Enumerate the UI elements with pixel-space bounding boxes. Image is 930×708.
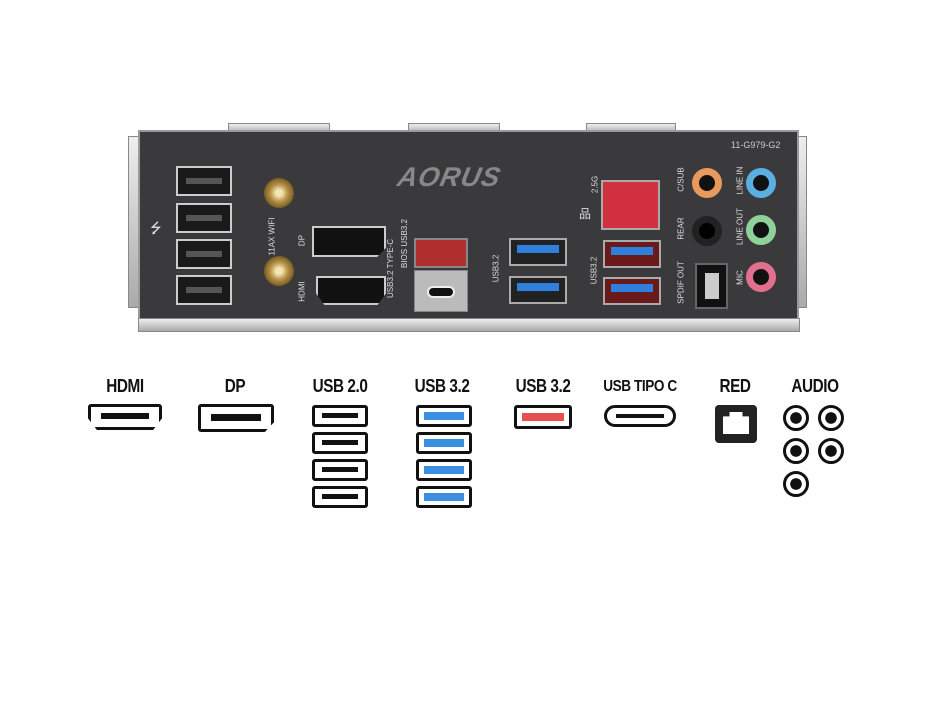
rear-audio-jack <box>692 216 722 246</box>
usb2-port <box>176 203 232 233</box>
spdif-label: SPDIF OUT <box>676 261 686 304</box>
displayport-port <box>312 226 386 257</box>
usb-icon <box>312 459 368 481</box>
usb32-label: USB3.2 <box>589 256 599 285</box>
line-in-jack <box>746 168 776 198</box>
usb-c-icon <box>604 405 676 427</box>
csub-label: C/SUB <box>676 167 686 192</box>
usb3-blue-icon <box>416 405 472 427</box>
line-in-label: LINE IN <box>735 166 745 195</box>
usb-icon <box>312 405 368 427</box>
audio-jack-icon <box>783 438 809 464</box>
ethernet-icon <box>715 405 757 443</box>
legend-label-red: RED <box>719 376 751 396</box>
line-out-jack <box>746 215 776 245</box>
bios-usb-port <box>414 238 468 268</box>
ethernet-port <box>601 180 660 230</box>
legend-label-usb32-blue: USB 3.2 <box>414 376 470 396</box>
usb2-port <box>176 239 232 269</box>
wifi-antenna-connector <box>264 256 294 286</box>
legend-label-audio: AUDIO <box>791 376 839 396</box>
usb-c-port-housing <box>414 270 468 312</box>
io-panel <box>138 130 799 324</box>
usb2-port <box>176 166 232 196</box>
network-icon: 品 <box>579 207 592 221</box>
csub-audio-jack <box>692 168 722 198</box>
dp-label: DP <box>297 234 307 247</box>
rear-label: REAR <box>676 217 686 240</box>
legend-label-usb-c: USB TIPO C <box>603 378 677 395</box>
displayport-icon <box>198 404 274 432</box>
legend-label-dp: DP <box>224 376 246 396</box>
usb3-blue-icon <box>416 432 472 454</box>
usb-icon <box>312 432 368 454</box>
audio-jack-icon <box>783 471 809 497</box>
audio-jack-icon <box>818 405 844 431</box>
usb-icon <box>312 486 368 508</box>
usb3-blue-icon <box>416 486 472 508</box>
line-out-label: LINE OUT <box>735 208 745 245</box>
hdmi-label: HDMI <box>297 281 307 302</box>
usb3-port <box>603 240 661 268</box>
wifi-antenna-connector <box>264 178 294 208</box>
audio-jack-icon <box>783 405 809 431</box>
wifi-label: 11AX WIFI <box>267 217 277 256</box>
lan-speed-label: 2.5G <box>590 175 600 194</box>
aorus-logo: AORUS <box>394 162 504 192</box>
hdmi-icon <box>88 404 162 430</box>
model-code: 11-G979-G2 <box>731 140 781 150</box>
spdif-out-port <box>695 263 728 309</box>
shield-bottom-rail <box>138 318 800 332</box>
usb3-port <box>603 277 661 305</box>
usb-symbol-icon: ⭍ <box>150 220 162 236</box>
mic-jack <box>746 262 776 292</box>
usb3-port <box>509 276 567 304</box>
usb3-blue-icon <box>416 459 472 481</box>
usb2-port <box>176 275 232 305</box>
legend-label-usb32-red: USB 3.2 <box>515 376 571 396</box>
hdmi-port <box>316 276 386 305</box>
usb3-port <box>509 238 567 266</box>
mic-label: MIC <box>735 270 745 285</box>
usb3-red-icon <box>514 405 572 429</box>
legend-label-usb20: USB 2.0 <box>312 376 368 396</box>
usb32-label: USB3.2 <box>491 254 501 283</box>
usb-c-port <box>427 286 455 298</box>
legend-label-hdmi: HDMI <box>106 376 144 396</box>
audio-jack-icon <box>818 438 844 464</box>
